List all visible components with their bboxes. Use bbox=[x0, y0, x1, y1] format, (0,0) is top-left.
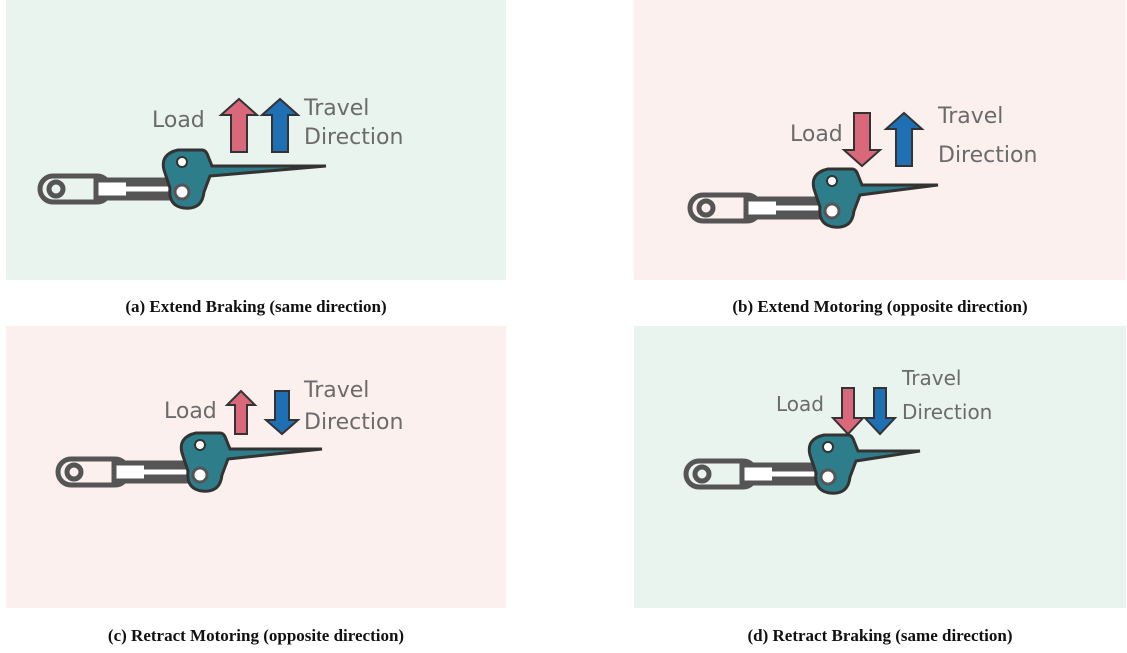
load-label: Load bbox=[152, 108, 205, 133]
diagram-d bbox=[634, 326, 1126, 608]
travel-arrow-down-icon bbox=[263, 390, 301, 436]
travel-label-line1: Travel bbox=[902, 366, 962, 390]
diagram-a bbox=[6, 0, 506, 280]
panel-c: Load Travel Direction bbox=[6, 326, 506, 608]
travel-label-line2: Direction bbox=[304, 410, 404, 435]
lever-icon bbox=[811, 167, 939, 229]
load-arrow-up-icon bbox=[224, 389, 258, 435]
diagram-b bbox=[634, 0, 1126, 280]
travel-label-line2: Direction bbox=[938, 143, 1038, 168]
diagram-c bbox=[6, 326, 506, 608]
travel-label-line2: Direction bbox=[304, 125, 404, 150]
load-label: Load bbox=[790, 122, 843, 147]
travel-label-line2: Direction bbox=[902, 400, 993, 424]
travel-arrow-up-icon bbox=[883, 111, 925, 167]
travel-label-line1: Travel bbox=[938, 104, 1004, 129]
caption-b: (b) Extend Motoring (opposite direction) bbox=[732, 297, 1028, 316]
background-d bbox=[634, 326, 1126, 608]
panel-a: Load Travel Direction bbox=[6, 0, 506, 280]
travel-arrow-up-icon bbox=[259, 97, 301, 153]
travel-label-line1: Travel bbox=[304, 96, 370, 121]
travel-label-line1: Travel bbox=[304, 378, 370, 403]
caption-c: (c) Retract Motoring (opposite direction… bbox=[107, 626, 405, 645]
load-label: Load bbox=[164, 399, 217, 424]
load-arrow-down-icon bbox=[841, 112, 883, 168]
background-b bbox=[634, 0, 1126, 280]
background-c bbox=[6, 326, 506, 608]
background-a bbox=[6, 0, 506, 280]
load-arrow-up-icon bbox=[218, 97, 260, 153]
load-arrow-down-icon bbox=[830, 387, 866, 436]
caption-a: (a) Extend Braking (same direction) bbox=[125, 297, 387, 316]
panel-b: Load Travel Direction bbox=[634, 0, 1126, 280]
panel-d: Load Travel Direction bbox=[634, 326, 1126, 608]
lever-icon bbox=[161, 148, 327, 210]
caption-d: (d) Retract Braking (same direction) bbox=[747, 626, 1013, 645]
load-label: Load bbox=[776, 392, 824, 416]
lever-icon bbox=[179, 431, 323, 493]
travel-arrow-down-icon bbox=[862, 387, 898, 436]
lever-icon bbox=[807, 433, 921, 495]
